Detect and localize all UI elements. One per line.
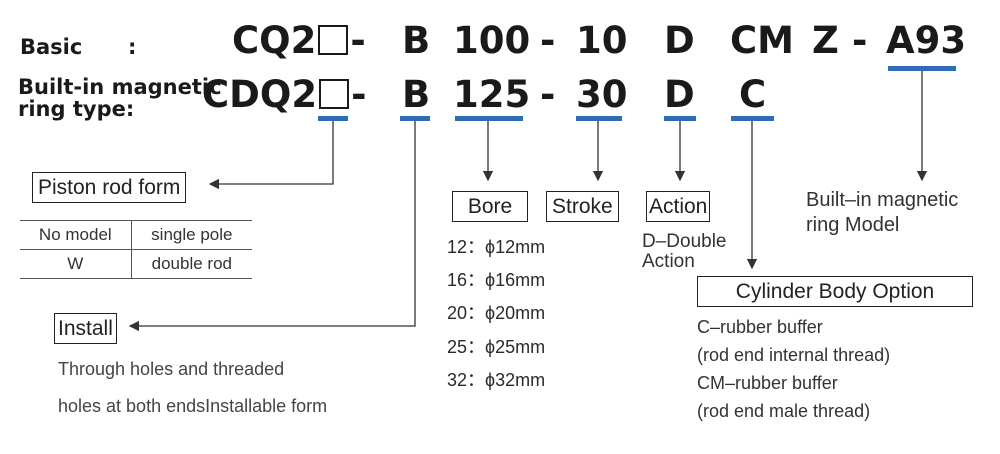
underline-body-option [731, 116, 774, 121]
install-box: Install [54, 313, 117, 345]
body-option-line-4: (rod end male thread) [697, 401, 871, 421]
basic-body-code: CM [730, 19, 794, 62]
magnetic-label: Built-in magnetic ring type: [18, 76, 222, 120]
underline-rod-form [318, 116, 348, 121]
magnetic-label-line-2: ring type: [18, 97, 135, 122]
basic-bore-code: 100 [453, 19, 531, 62]
basic-switch-code: A93 [886, 19, 967, 62]
bore-option-32: 32：ϕ32mm [447, 370, 546, 390]
magnetic-mount-code: B [402, 73, 431, 116]
bore-option-12: 12：ϕ12mm [447, 237, 546, 257]
install-desc-line-2: holes at both endsInstallable form [58, 396, 328, 416]
basic-dash-3: - [852, 19, 868, 62]
underline-mount [400, 116, 430, 121]
underline-action [664, 116, 696, 121]
magnetic-action-code: D [664, 73, 695, 116]
body-option-line-1: C–rubber buffer [697, 317, 823, 337]
magnetic-ring-model-line-2: ring Model [806, 214, 900, 236]
action-desc-line-1: D–Double [642, 231, 727, 252]
action-box: Action [646, 191, 711, 223]
basic-action-code: D [664, 19, 695, 62]
install-desc-line-1: Through holes and threaded [58, 359, 285, 379]
piston-rod-form-box: Piston rod form [32, 172, 187, 204]
body-option-line-2: (rod end internal thread) [697, 345, 891, 365]
magnetic-dash-2: - [540, 73, 556, 116]
magnetic-label-line-1: Built-in magnetic [18, 75, 222, 99]
magnetic-stroke-code: 30 [576, 73, 628, 116]
action-desc: D–Double Action [642, 232, 727, 272]
basic-colon: : [128, 35, 137, 59]
underline-stroke [576, 116, 622, 121]
magnetic-ring-model: Built–in magnetic ring Model [806, 188, 958, 238]
bore-option-25: 25：ϕ25mm [447, 337, 546, 357]
basic-label: Basic [20, 35, 83, 59]
leader-install [128, 121, 416, 332]
bore-box: Bore [452, 191, 528, 223]
rod-form-placeholder-box [318, 25, 349, 55]
stroke-box: Stroke [546, 191, 619, 223]
basic-series-code: CQ2- [232, 22, 366, 59]
basic-dash-2: - [540, 19, 556, 62]
bore-option-20: 20：ϕ20mm [447, 303, 546, 323]
basic-dash-1: - [350, 19, 366, 62]
magnetic-body-code: C [739, 73, 767, 116]
table-row: No model single pole [20, 220, 252, 250]
rod-desc-cell: double rod [131, 249, 252, 279]
magnetic-bore-code: 125 [453, 73, 531, 116]
rod-code-cell: No model [20, 220, 132, 250]
rod-form-placeholder-box-2 [319, 79, 350, 109]
leader-rod-form [208, 121, 334, 190]
magnetic-dash-1: - [351, 73, 367, 116]
body-option-line-3: CM–rubber buffer [697, 373, 838, 393]
magnetic-ring-model-line-1: Built–in magnetic [806, 189, 959, 211]
magnetic-series-code: CDQ2- [202, 76, 366, 113]
bore-option-16: 16：ϕ16mm [447, 270, 546, 290]
table-row: W double rod [20, 249, 252, 279]
underline-markers [318, 66, 956, 121]
rod-desc-cell: single pole [131, 220, 252, 250]
basic-stroke-code: 10 [576, 19, 628, 62]
piston-rod-form-table: No model single pole W double rod [20, 220, 252, 279]
basic-z-code: Z [812, 19, 839, 62]
rod-code-cell: W [20, 249, 132, 279]
basic-mount-code: B [402, 19, 431, 62]
basic-series: CQ2 [232, 19, 317, 62]
cylinder-body-option-box: Cylinder Body Option [697, 276, 973, 308]
underline-switch [888, 66, 956, 71]
underline-bore [455, 116, 523, 121]
magnetic-series: CDQ2 [202, 73, 318, 116]
action-desc-line-2: Action [642, 250, 695, 272]
